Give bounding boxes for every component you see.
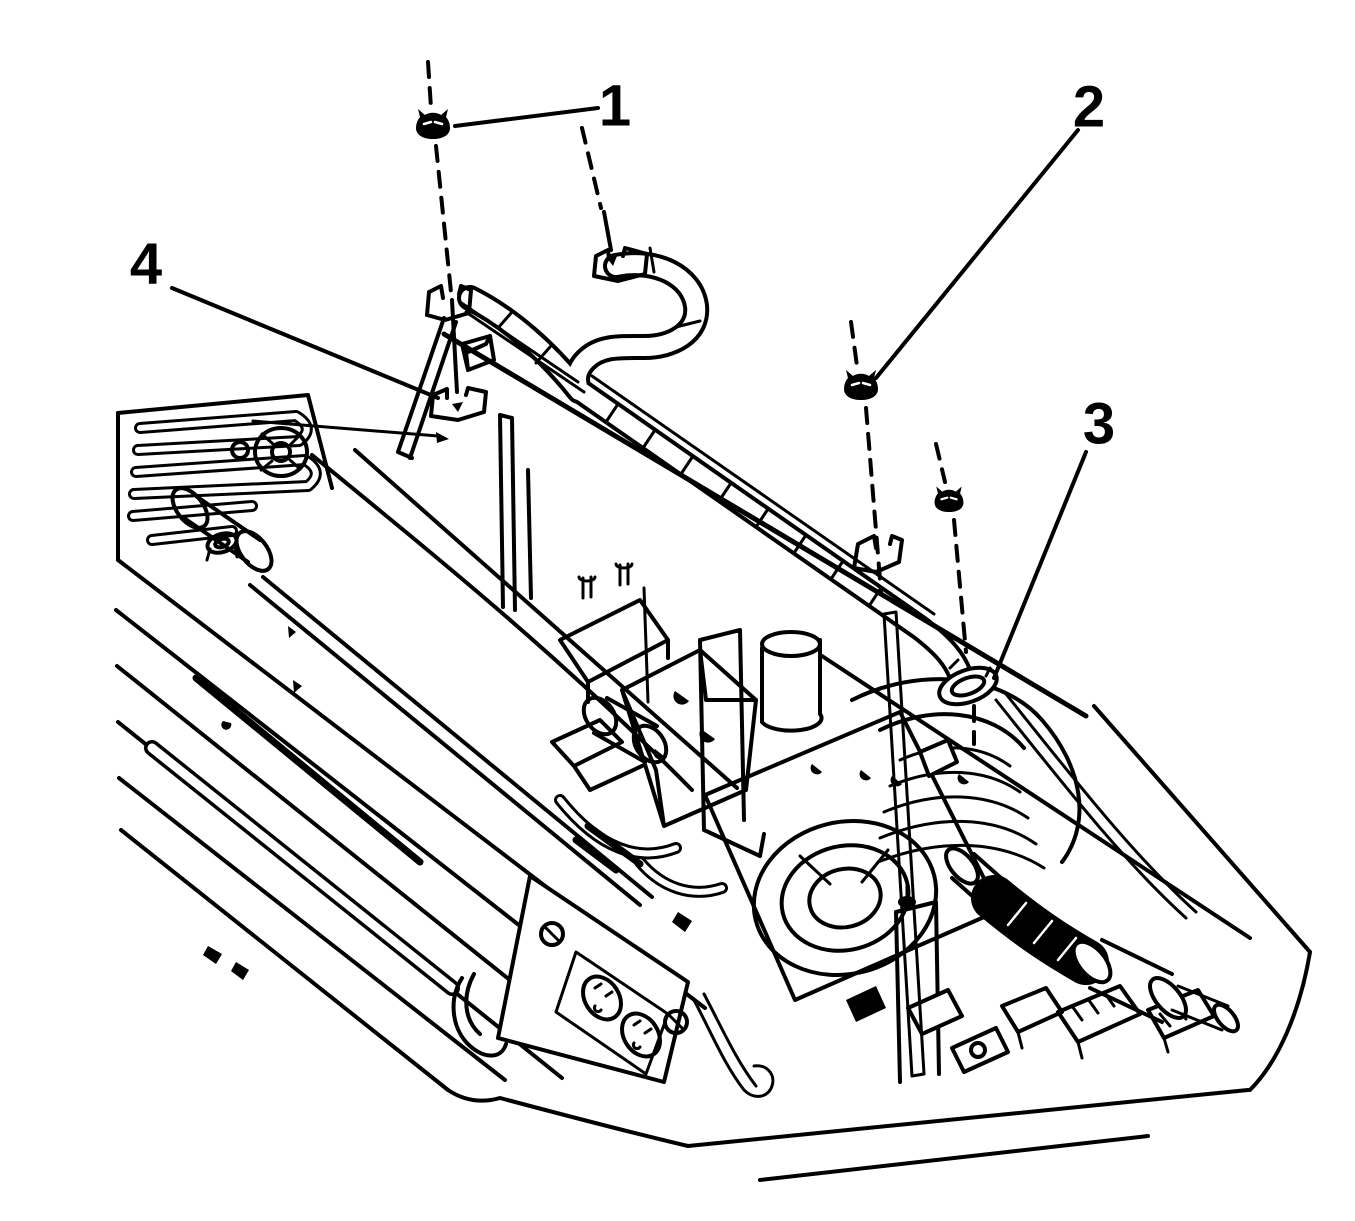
dashed-stud-axes: [426, 60, 976, 746]
deck-bolt-dot: [653, 749, 665, 760]
panel-wires: [692, 992, 775, 1098]
white-tube-right: [1088, 938, 1174, 1024]
callout-1-label: 1: [599, 74, 631, 139]
idler-ring: [230, 440, 250, 460]
foot-mount-legs: [205, 544, 239, 562]
inner-tray-edges: [248, 575, 654, 907]
retainer-clip-lower: [429, 386, 488, 422]
block-2: [950, 1026, 1010, 1074]
mid-bracket: [550, 718, 644, 792]
pointer-rod-arrowhead: [436, 432, 449, 443]
center-engine: [554, 562, 766, 898]
callout-4-label: 4: [130, 232, 162, 297]
dark-block: [846, 986, 886, 1022]
callouts: 1 2 3 4: [130, 74, 1115, 680]
harness-cables: [458, 300, 936, 616]
white-block: [906, 988, 964, 1036]
support-plate: [698, 628, 766, 858]
foot-mount: [205, 531, 239, 555]
block-2-nut: [969, 1041, 987, 1059]
muffler-end-cap-left: [170, 486, 210, 530]
cowl-inner-curve: [878, 712, 1026, 750]
hose-cuff-cap: [944, 846, 980, 886]
deck-top-edge: [441, 331, 1089, 719]
muffler-end-cap-right: [234, 529, 274, 573]
bracket-posts: [396, 316, 458, 460]
retainer-brackets: [425, 246, 904, 574]
receptacle-1-slots: [592, 982, 614, 1014]
panel-screw-top-slot: [544, 926, 560, 942]
tube-extension: [1170, 984, 1230, 1032]
hose-loop-2-inner: [637, 859, 725, 895]
intake-cylinder-top: [760, 630, 822, 658]
grommet-stem: [948, 658, 992, 678]
cowl-outline: [850, 677, 1082, 864]
receptacle-2: [620, 1011, 662, 1059]
solenoid-cap-left: [581, 695, 619, 737]
harness-drop-cables: [994, 692, 1198, 920]
fan-plate-bolts: [810, 764, 902, 787]
center-rod: [642, 586, 650, 704]
frame-slot-inner: [147, 743, 457, 993]
manifold-block: [558, 598, 670, 704]
hose-hatch-lines: [1006, 901, 1078, 962]
retainer-clip-upper: [425, 284, 473, 322]
callout-3-label: 3: [1083, 392, 1115, 457]
frame-shadow-stripe: [192, 674, 424, 866]
receptacle-2-slots: [631, 1019, 653, 1051]
engine-shadow-hatch: [572, 822, 644, 874]
receptacle-plate: [554, 950, 670, 1076]
outlet-panel: [451, 874, 775, 1098]
manifold-studs: [577, 562, 634, 600]
fan-ring-inner: [807, 866, 883, 930]
pulley-hub: [270, 441, 292, 463]
left-machinery: [170, 316, 739, 907]
grommet-hole: [949, 674, 987, 698]
intake-cylinder: [760, 638, 824, 733]
flag-tab: [460, 334, 496, 372]
white-tube-cap: [1148, 976, 1188, 1020]
tall-plates: [498, 413, 533, 612]
callout-leader-lines: [170, 106, 1088, 680]
fan-hub-lines: [798, 848, 890, 886]
tube-extension-cap: [1212, 1002, 1240, 1034]
panel-screw-top: [539, 921, 565, 947]
harness-tube-inner: [461, 255, 969, 683]
receptacle-1: [581, 974, 623, 1022]
foot-mount-hole: [213, 536, 231, 550]
deck-right-edges: [820, 654, 1312, 1092]
deck-edges: [441, 331, 1312, 1092]
vent-slots-inner: [130, 413, 319, 543]
valve-nut-heads: [673, 691, 715, 743]
valve-body: [620, 648, 758, 828]
panel-screw-bottom-slot: [668, 1014, 684, 1030]
flange-nut-2: [842, 368, 880, 402]
fastener-axes: [414, 60, 976, 1078]
deck-edge-curves: [310, 448, 739, 792]
hose-collar: [1071, 939, 1113, 985]
base-corner-curves: [451, 972, 508, 1058]
pointer-rod: [251, 419, 440, 438]
vent-panel: [116, 393, 334, 546]
vent-panel-edges: [116, 393, 334, 490]
stud-rod-rear: [882, 610, 926, 1078]
retainer-clip-loop: [592, 246, 649, 283]
pulley-wheel: [253, 426, 309, 478]
deck-square-hole: [918, 738, 959, 778]
fan-ring-outer: [751, 818, 939, 978]
flange-nut-1: [414, 107, 452, 141]
solid-studs: [450, 210, 613, 394]
pulley-spokes: [259, 432, 302, 472]
frame-bottom-edge: [446, 1088, 1250, 1182]
flange-nut-3: [932, 484, 966, 514]
base-frame-rails: [114, 411, 1250, 1182]
callout-2-label: 2: [1073, 75, 1105, 140]
vent-slots-outline: [127, 410, 322, 546]
